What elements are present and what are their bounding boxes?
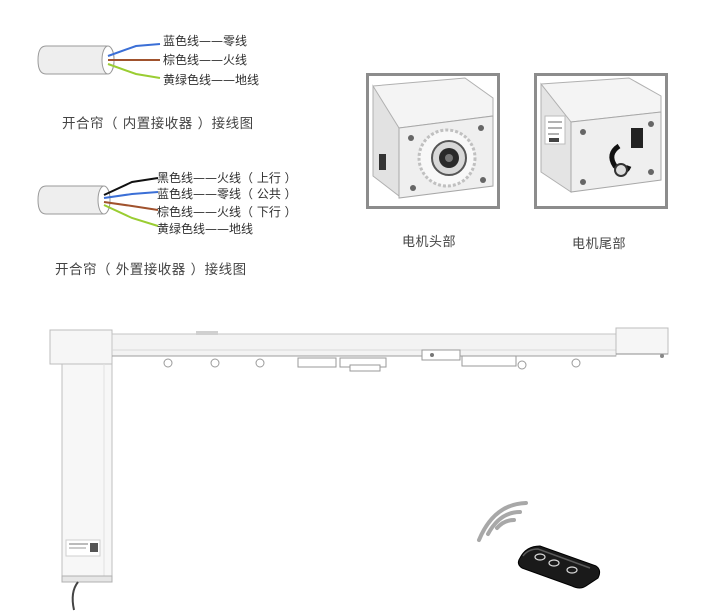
rail-body bbox=[111, 333, 617, 357]
wire-label-blue: 蓝色线——零线（ 公共 ） bbox=[157, 187, 297, 201]
motor-power-cable bbox=[71, 581, 79, 611]
wire-yellow-green bbox=[103, 204, 159, 227]
wire-label-brown: 棕色线——火线（ 下行 ） bbox=[157, 205, 297, 219]
cable-diagram-internal bbox=[37, 43, 161, 79]
wire-yellow-green bbox=[107, 63, 161, 79]
wire-label-yellow-green: 黄绿色线——地线 bbox=[157, 222, 254, 236]
motor-head-photo bbox=[366, 73, 500, 209]
caption-external-receiver: 开合帘（ 外置接收器 ）接线图 bbox=[55, 262, 247, 278]
caption-internal-receiver: 开合帘（ 内置接收器 ）接线图 bbox=[62, 116, 254, 132]
remote-control bbox=[517, 545, 601, 589]
wire-blue bbox=[107, 43, 161, 57]
rail-end-cap-right bbox=[615, 327, 669, 355]
cable-end bbox=[97, 185, 111, 215]
wire-label-blue: 蓝色线——零线 bbox=[163, 34, 248, 48]
rail-runners bbox=[163, 349, 581, 372]
wire-label-yellow-green: 黄绿色线——地线 bbox=[163, 73, 260, 87]
motor-tail-photo bbox=[534, 73, 668, 209]
caption-motor-tail: 电机尾部 bbox=[572, 237, 627, 252]
wire-brown bbox=[103, 201, 159, 211]
wire-label-black: 黑色线——火线（ 上行 ） bbox=[157, 171, 297, 185]
curtain-rail-illustration bbox=[49, 327, 669, 611]
caption-motor-head: 电机头部 bbox=[402, 235, 457, 250]
wire-black bbox=[103, 177, 159, 196]
motor-tail-illustration bbox=[540, 77, 662, 193]
wire-blue bbox=[103, 191, 159, 199]
motor-head-illustration bbox=[372, 77, 494, 199]
wireless-signal-icon bbox=[477, 501, 528, 542]
cable-diagram-external bbox=[37, 177, 159, 227]
rail-end-cap-left bbox=[49, 329, 113, 365]
wire-label-brown: 棕色线——火线 bbox=[163, 53, 248, 67]
